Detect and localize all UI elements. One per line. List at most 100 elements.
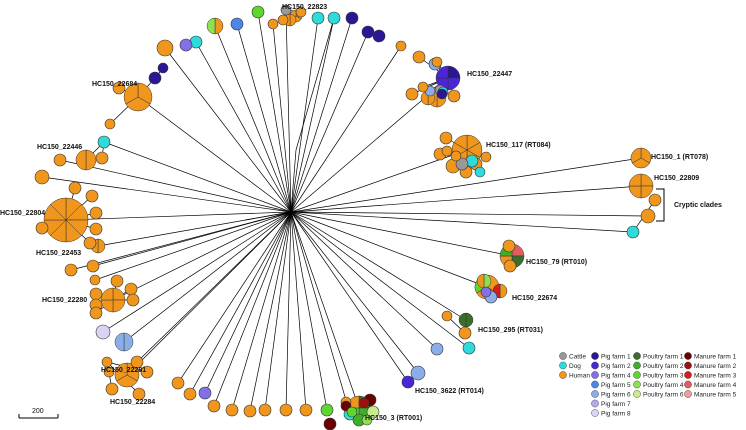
tree-node: [89, 306, 103, 320]
tree-node: [114, 362, 140, 388]
tree-node: [435, 65, 461, 91]
legend-swatch: [591, 399, 599, 408]
tree-node: [431, 56, 443, 68]
legend-swatch: [591, 380, 599, 389]
legend-label: Poultry farm 1: [643, 353, 684, 360]
label-hc150-22280: HC150_22280: [42, 297, 87, 304]
branch: [290, 149, 297, 213]
legend-item: Poultry farm 3: [633, 371, 684, 379]
tree-node: [358, 397, 370, 409]
branch: [285, 9, 292, 213]
tree-node: [179, 38, 193, 52]
legend-swatch: [591, 361, 599, 370]
legend-item: Pig farm 7: [591, 399, 631, 408]
tree-node: [68, 181, 82, 195]
branch: [164, 47, 292, 213]
branch: [290, 211, 328, 411]
legend-item: Manure farm 2: [684, 361, 737, 370]
legend-swatch: [633, 390, 641, 398]
legend-swatch: [684, 371, 692, 379]
tree-node: [157, 62, 169, 74]
tree-node: [86, 259, 100, 273]
branch: [213, 211, 292, 407]
tree-node: [171, 376, 185, 390]
legend-item: Pig farm 4: [591, 371, 631, 379]
tree-node: [345, 11, 359, 25]
tree-node: [476, 273, 492, 289]
tree-node: [114, 332, 134, 352]
tree-node: [417, 81, 429, 93]
branch: [290, 211, 438, 350]
legend-item: Dog: [559, 361, 581, 370]
tree-node: [405, 87, 419, 101]
tree-node: [401, 375, 415, 389]
tree-node: [503, 259, 517, 273]
legend-item: Poultry farm 6: [633, 390, 684, 398]
branch: [189, 211, 292, 395]
label-hc150-22453: HC150_22453: [36, 250, 81, 257]
branch: [290, 211, 488, 288]
tree-node: [410, 365, 426, 381]
branch: [214, 25, 292, 213]
tree-node: [450, 150, 462, 162]
tree-node: [412, 50, 426, 64]
tree-node: [502, 239, 516, 253]
branch: [177, 211, 292, 384]
legend-item: Manure farm 3: [684, 371, 737, 379]
legend-label: Pig farm 5: [601, 382, 631, 389]
tree-nodes: [34, 4, 662, 430]
legend-swatch: [591, 390, 599, 398]
tree-node: [34, 169, 50, 185]
legend-swatch: [591, 409, 599, 417]
label-hc150-1: HC150_1 (RT078): [651, 154, 708, 161]
label-hc150-22446: HC150_22446: [37, 144, 82, 151]
tree-node: [95, 324, 111, 340]
tree-node: [366, 405, 380, 419]
tree-node: [89, 222, 103, 236]
label-hc150-79: HC150_79 (RT010): [526, 259, 587, 266]
tree-node: [140, 365, 154, 379]
tree-node: [441, 310, 453, 322]
tree-node: [430, 342, 444, 356]
tree-node: [89, 287, 103, 301]
legend-label: Pig farm 2: [601, 363, 631, 370]
legend-item: Pig farm 8: [591, 409, 631, 417]
tree-node: [101, 356, 113, 368]
branch: [264, 211, 292, 411]
tree-node: [225, 403, 239, 417]
tree-node: [64, 263, 78, 277]
tree-node: [436, 88, 448, 100]
branch: [126, 211, 292, 376]
legend-item: Poultry farm 1: [633, 352, 684, 360]
tree-node: [474, 166, 486, 178]
tree-node: [320, 403, 334, 417]
legend-item: Manure farm 5: [684, 390, 737, 398]
tree-node: [311, 11, 325, 25]
label-hc150-22447: HC150_22447: [467, 71, 512, 78]
tree-node: [327, 11, 341, 25]
tree-node: [89, 206, 103, 220]
branch: [290, 211, 409, 383]
branch: [290, 211, 513, 257]
legend-swatch: [684, 361, 692, 370]
tree-node: [124, 282, 138, 296]
tree-node: [207, 399, 221, 413]
tree-node: [458, 326, 472, 340]
branch: [94, 211, 292, 281]
tree-node: [85, 189, 99, 203]
tree-node: [156, 39, 174, 57]
label-hc150-22804: HC150_22804: [0, 210, 45, 217]
branch: [195, 41, 292, 213]
branch: [290, 211, 351, 415]
branch: [123, 211, 292, 343]
legend-item: Pig farm 5: [591, 380, 631, 389]
legend-label: Poultry farm 4: [643, 382, 684, 389]
branch: [136, 211, 292, 363]
branch: [290, 211, 470, 349]
label-hc150-22809: HC150_22809: [654, 175, 699, 182]
tree-node: [130, 355, 144, 369]
tree-node: [458, 312, 474, 328]
legend-label: Manure farm 3: [694, 372, 737, 379]
legend-item: Manure farm 1: [684, 352, 737, 360]
legend-label: Cattle: [569, 353, 586, 360]
